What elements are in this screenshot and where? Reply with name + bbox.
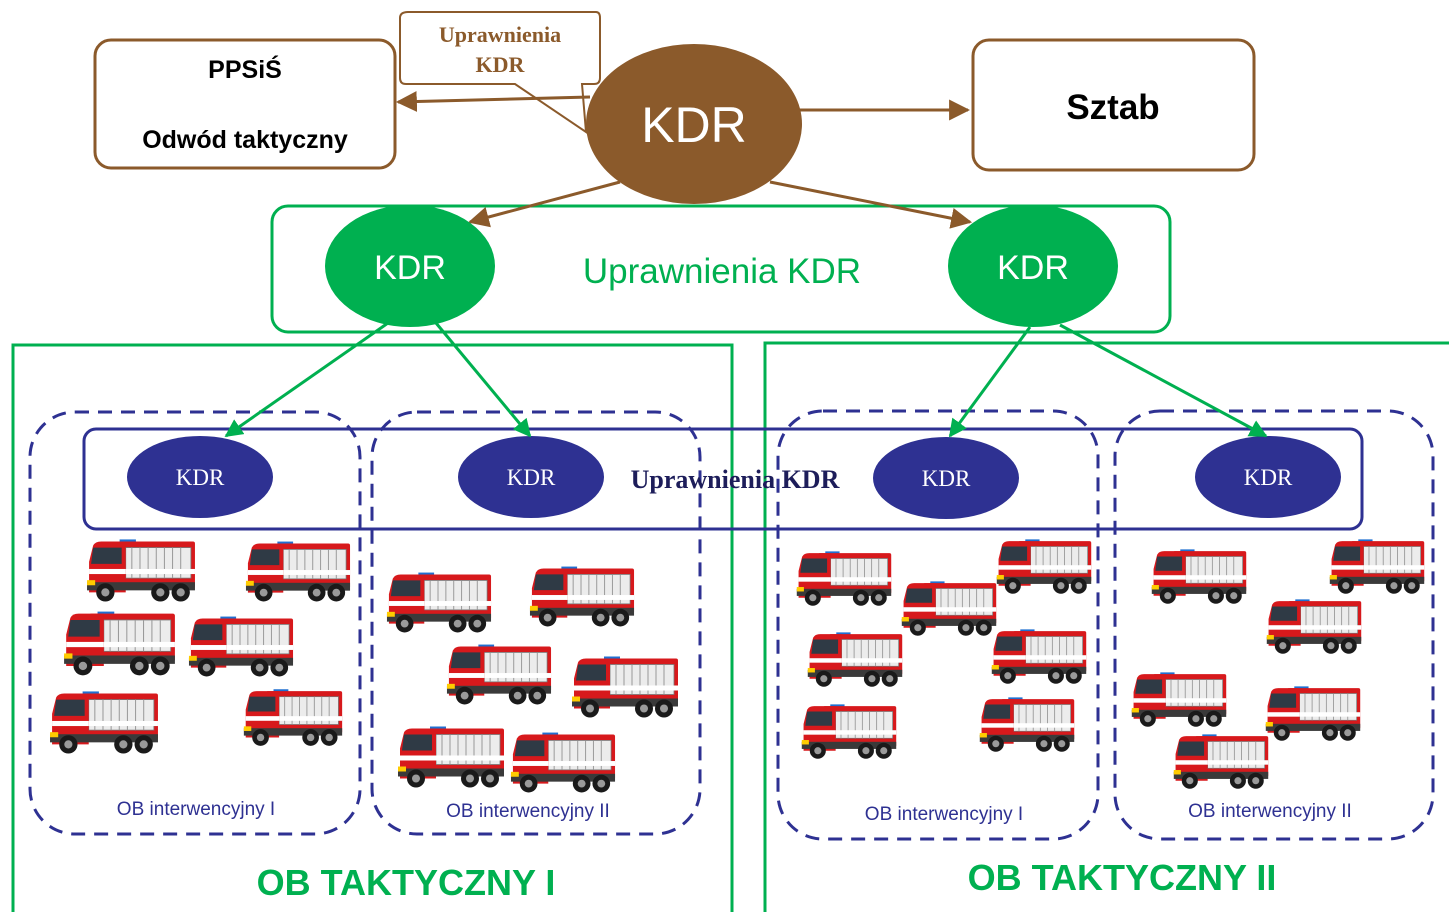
intervention-group-label-4: OB interwencyjny II xyxy=(1188,801,1352,822)
arrow-kdr-to-right-kdr xyxy=(769,180,973,229)
arrow-left-kdr-to-group-2 xyxy=(434,322,532,438)
authority-callout xyxy=(399,11,601,134)
intervention-group-label-2: OB interwencyjny II xyxy=(446,801,610,822)
group-kdr-label-3: KDR xyxy=(922,466,971,491)
group-kdr-label-1: KDR xyxy=(176,465,225,490)
intervention-group-box-1 xyxy=(28,410,362,836)
fire-truck-icon xyxy=(243,688,343,747)
group-kdr-label-2: KDR xyxy=(507,465,556,490)
arrow-kdr-to-left-kdr xyxy=(467,180,621,228)
tactical-group-frame-2 xyxy=(763,341,1449,912)
intervention-group-label-1: OB interwencyjny I xyxy=(117,799,275,820)
fire-truck-icon xyxy=(529,566,635,627)
left-kdr-label: KDR xyxy=(374,249,446,287)
group-kdr-label-4: KDR xyxy=(1244,465,1293,490)
fire-truck-icon xyxy=(1266,598,1362,655)
tactical-group-label-1: OB TAKTYCZNY I xyxy=(257,862,556,903)
tactical-group-label-2: OB TAKTYCZNY II xyxy=(968,857,1277,898)
middle-authority-label: Uprawnienia KDR xyxy=(583,252,861,291)
right-kdr-node xyxy=(948,205,1118,327)
reserve-title: PPSiŚ xyxy=(208,54,282,84)
intervention-group-box-3 xyxy=(776,409,1100,841)
fire-truck-icon xyxy=(245,541,351,602)
fire-truck-icon xyxy=(1265,685,1361,742)
main-kdr-node xyxy=(586,44,802,204)
fire-truck-icon xyxy=(1131,671,1227,728)
fire-truck-icon xyxy=(510,732,616,793)
reserve-subtitle: Odwód taktyczny xyxy=(142,126,348,154)
staff-label: Sztab xyxy=(1066,88,1159,127)
staff-box xyxy=(971,38,1256,172)
fire-truck-icon xyxy=(188,616,294,677)
fire-truck-icon xyxy=(571,655,679,719)
lower-authority-label: Uprawnienia KDR xyxy=(631,465,840,494)
fire-truck-icon xyxy=(807,631,903,688)
reserve-box xyxy=(93,38,397,170)
intervention-group-box-2 xyxy=(370,410,702,836)
fire-truck-icon xyxy=(86,538,196,603)
fire-truck-icon xyxy=(1151,548,1247,605)
tactical-group-frame-1 xyxy=(11,343,734,912)
fire-truck-icon xyxy=(996,538,1092,595)
middle-authority-box xyxy=(270,204,1172,334)
fire-truck-icon xyxy=(49,690,159,755)
left-kdr-node xyxy=(325,205,495,327)
fire-truck-icon xyxy=(386,572,492,633)
arrow-right-kdr-to-group-4 xyxy=(1059,323,1268,438)
fire-truck-icon xyxy=(1173,733,1269,790)
group-kdr-node-4 xyxy=(1195,436,1341,518)
arrow-right-kdr-to-group-3 xyxy=(948,326,1032,438)
callout-line-1: Uprawnienia xyxy=(439,22,561,47)
arrow-left-kdr-to-group-1 xyxy=(224,321,389,438)
fire-truck-icon xyxy=(446,644,552,705)
intervention-group-box-4 xyxy=(1113,409,1435,841)
fire-truck-icon xyxy=(991,628,1087,685)
fire-truck-icon xyxy=(901,580,997,637)
intervention-group-label-3: OB interwencyjny I xyxy=(865,804,1023,825)
fire-truck-icon xyxy=(801,703,897,760)
fire-truck-icon xyxy=(1329,538,1425,595)
lower-authority-band xyxy=(82,427,1364,531)
group-kdr-node-1 xyxy=(127,436,273,518)
right-kdr-label: KDR xyxy=(997,249,1069,287)
fire-truck-icon xyxy=(979,696,1075,753)
callout-line-2: KDR xyxy=(476,52,526,77)
fire-truck-icon xyxy=(796,550,892,607)
fire-truck-icon xyxy=(397,725,505,789)
group-kdr-node-3 xyxy=(873,437,1019,519)
group-kdr-node-2 xyxy=(458,436,604,518)
fire-truck-icon xyxy=(63,611,176,676)
arrow-kdr-to-reserve xyxy=(395,91,591,113)
main-kdr-label: KDR xyxy=(641,97,747,153)
